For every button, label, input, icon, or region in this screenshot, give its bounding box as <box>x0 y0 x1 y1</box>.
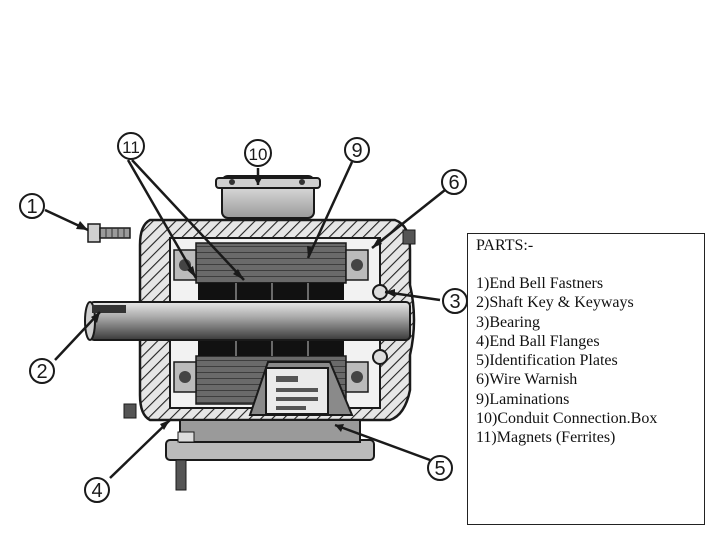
callout-number: 6 <box>448 172 459 194</box>
callout-number: 4 <box>91 480 102 502</box>
parts-list-item: 2)Shaft Key & Keyways <box>476 294 634 312</box>
parts-list-item: 5)Identification Plates <box>476 352 618 370</box>
bearings <box>173 249 388 393</box>
parts-list-item: 9)Laminations <box>476 390 570 408</box>
callout-number: 10 <box>249 145 268 164</box>
callout-11: 11 <box>117 132 145 160</box>
identification-plate <box>265 367 329 415</box>
leader-arrowheads <box>76 176 395 432</box>
callout-3: 3 <box>442 288 468 314</box>
magnets <box>198 283 344 356</box>
callout-number: 1 <box>26 196 37 218</box>
callout-1: 1 <box>19 193 45 219</box>
callout-4: 4 <box>84 477 110 503</box>
callout-5: 5 <box>427 455 453 481</box>
callout-number: 5 <box>434 458 445 480</box>
callout-number: 3 <box>449 291 460 313</box>
shaft <box>84 301 411 341</box>
end-bell-fastener-bolt <box>87 223 131 243</box>
callout-number: 9 <box>351 140 362 162</box>
callout-number: 2 <box>36 361 47 383</box>
conduit-connection-box <box>215 175 321 219</box>
callout-2: 2 <box>29 358 55 384</box>
callout-10: 10 <box>244 139 272 167</box>
parts-list-item: 3)Bearing <box>476 313 540 331</box>
parts-title: PARTS:- <box>476 237 534 254</box>
parts-legend-panel: PARTS:- 1)End Bell Fastners 2)Shaft Key … <box>467 233 705 525</box>
callout-6: 6 <box>441 169 467 195</box>
parts-list-item: 10)Conduit Connection.Box <box>476 410 658 428</box>
casing-bolt-bottom <box>123 403 137 419</box>
parts-list-item: 6)Wire Warnish <box>476 371 578 389</box>
parts-list-item: 11)Magnets (Ferrites) <box>476 429 616 447</box>
callout-9: 9 <box>344 137 370 163</box>
parts-list-item: 1)End Bell Fastners <box>476 275 604 292</box>
callout-number: 11 <box>122 138 140 157</box>
parts-list-item: 4)End Ball Flanges <box>476 332 600 350</box>
casing-bolt-top <box>402 229 416 245</box>
parts-list: 1)End Bell Fastners 2)Shaft Key & Keyway… <box>476 274 704 448</box>
